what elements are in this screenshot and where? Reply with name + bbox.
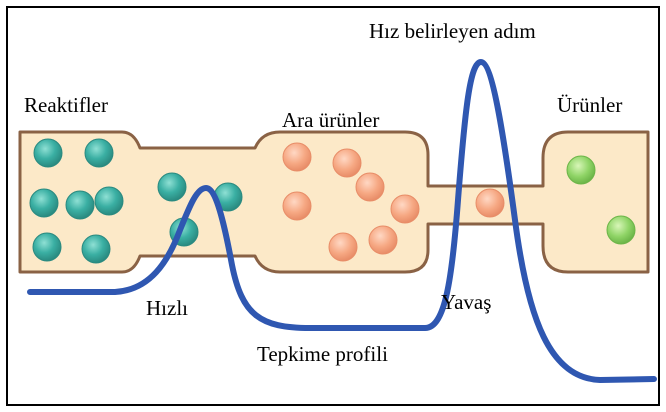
intermediates-label: Ara ürünler: [282, 110, 379, 131]
reactant-particle: [95, 187, 123, 215]
reaction-profile-label: Tepkime profili: [257, 344, 388, 365]
intermediate-particle: [283, 143, 311, 171]
rate-determining-step-label: Hız belirleyen adım: [369, 21, 536, 42]
reactant-particle: [85, 139, 113, 167]
intermediate-particle: [329, 233, 357, 261]
product-particle: [567, 156, 595, 184]
reactant-particle: [82, 235, 110, 263]
intermediate-particle: [333, 149, 361, 177]
reactant-particle: [158, 173, 186, 201]
intermediate-particle: [283, 192, 311, 220]
reactants-label: Reaktifler: [24, 95, 108, 116]
reactant-particle: [66, 191, 94, 219]
intermediate-particle: [369, 226, 397, 254]
reactant-particle: [34, 139, 62, 167]
product-particle: [607, 216, 635, 244]
products-label: Ürünler: [557, 95, 622, 116]
fast-step-label: Hızlı: [146, 298, 188, 319]
reactant-particle: [33, 233, 61, 261]
intermediate-particle: [356, 173, 384, 201]
intermediate-particle: [476, 189, 504, 217]
reactant-particle: [30, 189, 58, 217]
slow-step-label: Yavaş: [441, 292, 491, 313]
intermediate-particle: [391, 195, 419, 223]
